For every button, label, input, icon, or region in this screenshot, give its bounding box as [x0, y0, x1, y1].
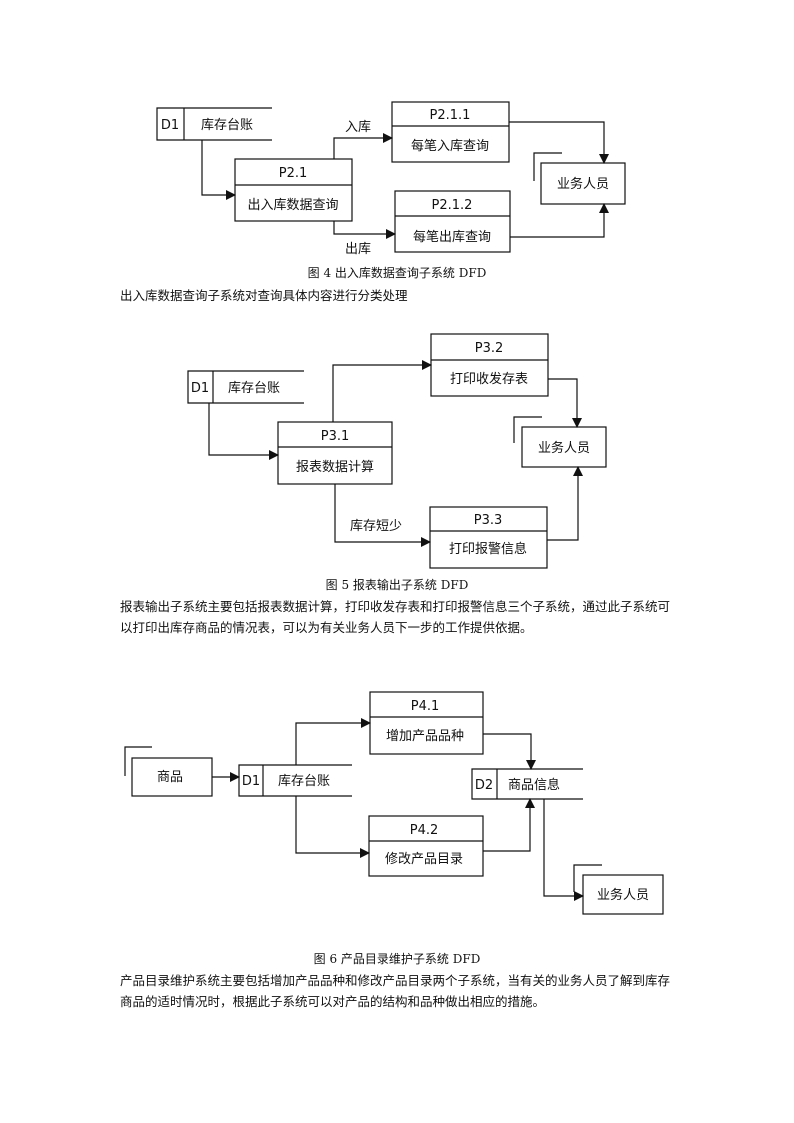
fig6-sub1-name: 增加产品品种	[386, 729, 464, 744]
fig6-caption: 图 6 产品目录维护子系统 DFD	[313, 952, 481, 966]
fig6-sub2-id: P4.2	[410, 823, 439, 838]
fig6-source-label: 商品	[157, 770, 183, 785]
fig4-caption: 图 4 出入库数据查询子系统 DFD	[307, 266, 487, 280]
fig6-labels: 商品 D1 库存台账 P4.1 增加产品品种 P4.2 修改产品目录 D2 商品…	[157, 699, 649, 903]
fig5-caption: 图 5 报表输出子系统 DFD	[325, 578, 469, 592]
fig6-sub2-name: 修改产品目录	[385, 852, 463, 867]
fig4-sub1-name: 每笔入库查询	[411, 138, 489, 154]
fig4-store-d1	[156, 107, 272, 141]
fig4-flow-in	[333, 133, 393, 159]
fig4-store-id: D1	[161, 118, 179, 133]
fig6-flow-store2-to-entity	[543, 799, 584, 901]
fig6-flow-sub1-to-store2	[483, 733, 536, 770]
fig4-sub1-id: P2.1.1	[430, 108, 471, 123]
fig6-store2-name: 商品信息	[508, 777, 560, 793]
fig5-store-name: 库存台账	[228, 380, 280, 396]
fig6-flow-sub2-to-store2	[483, 798, 535, 852]
fig4-flow-in-label: 入库	[345, 119, 371, 135]
fig5-flow-short	[334, 484, 431, 547]
fig5-main-name: 报表数据计算	[296, 460, 374, 475]
fig4-sub2-name: 每笔出库查询	[413, 229, 491, 245]
fig5-flow-sub2-to-entity	[547, 466, 583, 541]
fig5-sub1-id: P3.2	[475, 341, 504, 356]
fig5-diagram	[187, 333, 607, 569]
fig5-flow-sub1-to-entity	[548, 378, 582, 428]
fig4-main-name: 出入库数据查询	[247, 197, 338, 213]
fig5-store-id: D1	[191, 381, 209, 396]
fig5-entity	[513, 416, 607, 468]
fig6-store-id: D1	[242, 774, 260, 789]
fig5-main-id: P3.1	[321, 429, 350, 444]
fig4-process-p211	[391, 101, 510, 163]
fig4-labels: D1 库存台账 P2.1 出入库数据查询 P2.1.1 每笔入库查询 P2.1.…	[161, 108, 609, 257]
fig5-description: 报表输出子系统主要包括报表数据计算，打印收发存表和打印报警信息三个子系统，通过此…	[120, 599, 671, 635]
fig4-entity-label: 业务人员	[557, 176, 609, 192]
fig4-flow-store-to-main	[201, 140, 236, 200]
fig4-diagram	[156, 101, 626, 253]
fig4-description: 出入库数据查询子系统对查询具体内容进行分类处理	[120, 288, 408, 303]
fig5-labels: D1 库存台账 P3.1 报表数据计算 P3.2 打印收发存表 P3.3 打印报…	[191, 341, 590, 557]
fig5-flow-store-to-main	[208, 403, 279, 460]
fig4-flow-out-label: 出库	[345, 241, 371, 257]
fig5-store-d1	[187, 370, 304, 404]
fig5-sub2-name: 打印报警信息	[449, 541, 527, 557]
fig4-flow-sub1-to-entity	[509, 121, 609, 164]
fig6-process-p42	[368, 815, 484, 877]
fig5-entity-label: 业务人员	[538, 440, 590, 456]
fig6-flow-store-to-sub1	[295, 718, 371, 765]
fig6-diagram	[124, 691, 664, 915]
fig4-process-p212	[394, 190, 511, 253]
fig6-store-name: 库存台账	[278, 773, 330, 789]
fig5-sub1-name: 打印收发存表	[450, 371, 528, 387]
fig6-store2-id: D2	[475, 778, 493, 793]
fig5-sub2-id: P3.3	[474, 513, 503, 528]
fig5-flow-short-label: 库存短少	[350, 518, 402, 534]
fig4-entity	[533, 152, 626, 205]
fig4-flow-sub2-to-entity	[510, 203, 609, 238]
fig4-sub2-id: P2.1.2	[432, 198, 473, 213]
fig6-entity-label: 业务人员	[597, 887, 649, 903]
fig4-main-id: P2.1	[279, 166, 308, 181]
fig4-store-name: 库存台账	[201, 117, 253, 133]
fig6-flow-store-to-sub2	[295, 796, 370, 858]
fig4-flow-out	[333, 221, 396, 239]
fig6-sub1-id: P4.1	[411, 699, 440, 714]
fig5-flow-main-to-sub1	[332, 360, 432, 422]
fig6-description: 产品目录维护系统主要包括增加产品品种和修改产品目录两个子系统，当有关的业务人员了…	[120, 973, 671, 1009]
